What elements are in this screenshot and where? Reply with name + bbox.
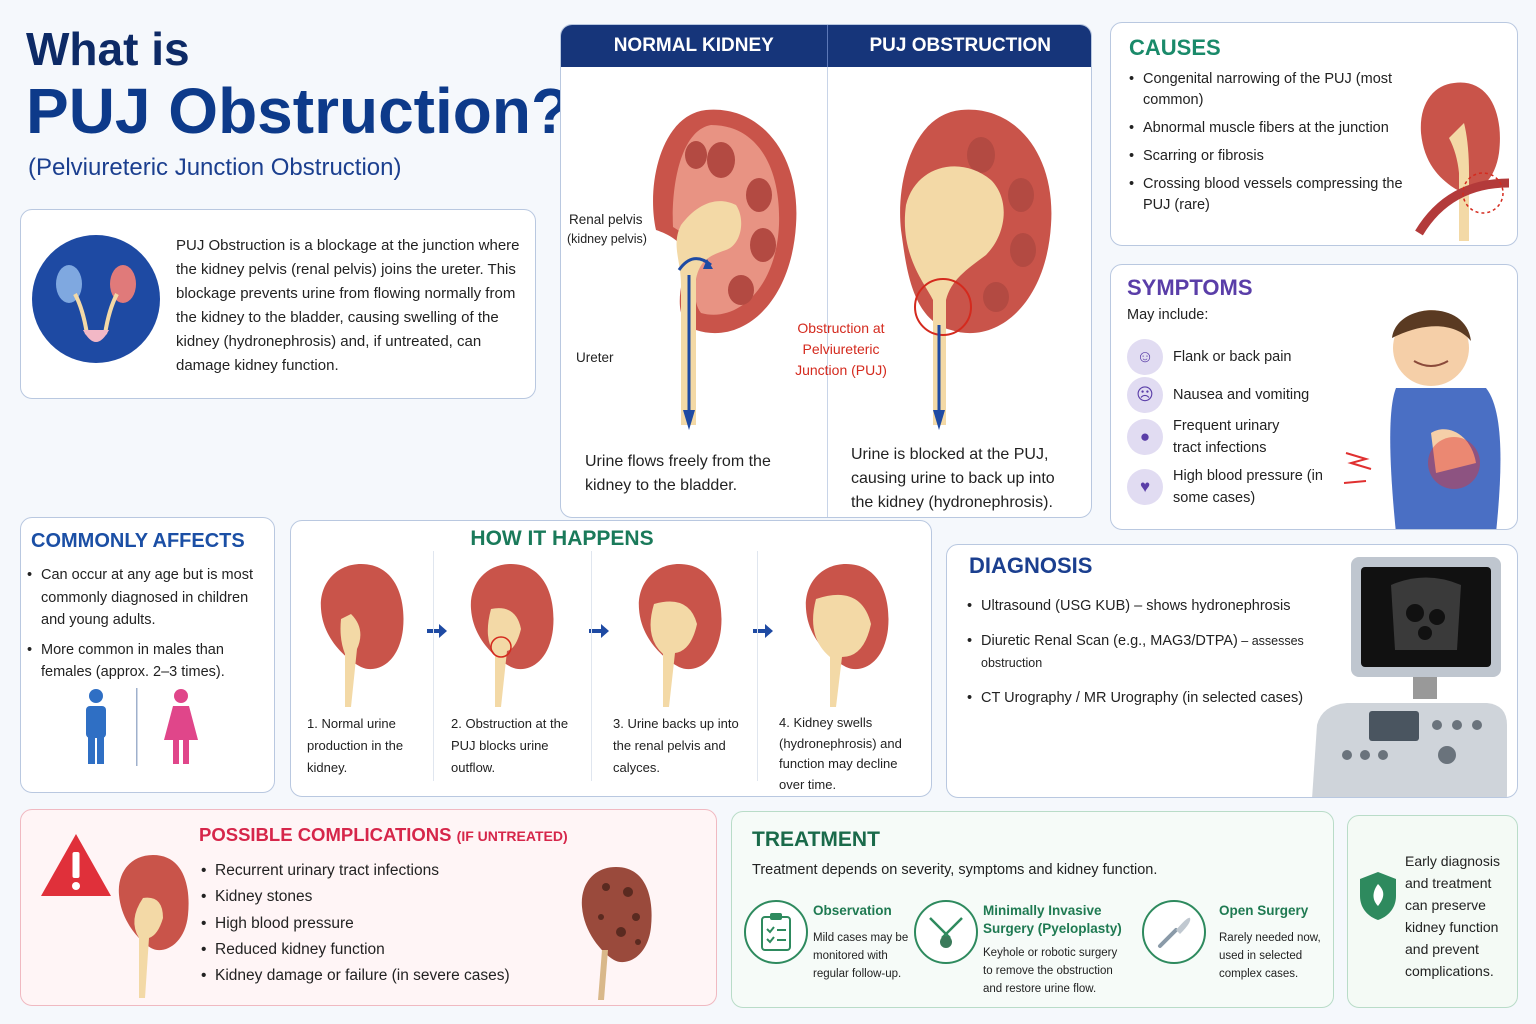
kidney-crossing-vessel-illustration: [1415, 82, 1509, 241]
early-diagnosis-card: Early diagnosis and treatment can preser…: [1347, 815, 1518, 1008]
list-item: Reduced kidney function: [199, 937, 569, 964]
affects-list: Can occur at any age but is most commonl…: [25, 564, 270, 691]
comparison-card: NORMAL KIDNEY PUJ OBSTRUCTION Renal pelv…: [560, 24, 1092, 518]
list-item: Kidney damage or failure (in severe case…: [199, 963, 569, 990]
nausea-icon: ☹: [1127, 377, 1163, 413]
drop-icon: ●: [1127, 419, 1163, 455]
male-icon: [86, 689, 106, 764]
symptoms-title: SYMPTOMS: [1127, 275, 1253, 300]
arrow-right-icon: [587, 621, 611, 641]
renal-pelvis-sublabel: (kidney pelvis): [567, 232, 647, 246]
treatment-option-name: Open Surgery: [1219, 903, 1309, 918]
step4-kidney: [805, 564, 889, 707]
warning-icon: [41, 834, 111, 896]
page-title-line1: What is: [26, 23, 190, 75]
step-3-text: 3. Urine backs up into the renal pelvis …: [613, 716, 739, 775]
list-item: Congenital narrowing of the PUJ (most co…: [1127, 69, 1417, 111]
complications-list: Recurrent urinary tract infections Kidne…: [199, 858, 569, 990]
list-item: Recurrent urinary tract infections: [199, 858, 569, 885]
male-female-icons: [86, 688, 198, 766]
list-item: CT Urography / MR Urography (in selected…: [965, 687, 1365, 709]
affects-title: COMMONLY AFFECTS: [31, 530, 245, 552]
normal-kidney-heading: NORMAL KIDNEY: [613, 35, 774, 56]
list-item: Abnormal muscle fibers at the junction: [1127, 118, 1417, 139]
symptom-item: ☺ Flank or back pain: [1127, 339, 1291, 375]
treatment-option-desc: Mild cases may be monitored with regular…: [813, 932, 909, 980]
treatment-option-desc: Rarely needed now, used in selected comp…: [1219, 932, 1321, 980]
obstruction-label: Obstruction at Pelviureteric Junction (P…: [795, 320, 887, 378]
ureter-label: Ureter: [576, 350, 614, 365]
normal-kidney-caption: Urine flows freely from the kidney to th…: [585, 453, 771, 494]
definition-text: PUJ Obstruction is a blockage at the jun…: [176, 237, 520, 374]
step-1-text: 1. Normal urine production in the kidney…: [307, 716, 404, 775]
symptoms-card: SYMPTOMS May include: ☺ Flank or back pa…: [1110, 264, 1518, 530]
laparoscopic-instrument-icon: [914, 900, 978, 964]
puj-obstruction-kidney-illustration: [900, 109, 1052, 430]
damaged-kidney-illustration: [118, 855, 189, 998]
list-item: Scarring or fibrosis: [1127, 146, 1417, 167]
urinary-system-icon: [32, 235, 160, 363]
step-4-text: 4. Kidney swells (hydronephrosis) and fu…: [779, 715, 902, 792]
renal-pelvis-label: Renal pelvis: [569, 212, 643, 227]
list-item: Can occur at any age but is most commonl…: [25, 564, 270, 632]
normal-kidney-illustration: [653, 109, 797, 430]
step1-kidney: [320, 564, 404, 707]
how-title: HOW IT HAPPENS: [470, 527, 654, 550]
complications-card: POSSIBLE COMPLICATIONS (IF UNTREATED) Re…: [20, 809, 717, 1006]
list-item: Crossing blood vessels compressing the P…: [1127, 174, 1417, 216]
step2-kidney: [470, 564, 554, 707]
comparison-header: NORMAL KIDNEY PUJ OBSTRUCTION: [561, 25, 1092, 67]
person-pain-icon: ☺: [1127, 339, 1163, 375]
child-flank-pain-illustration: [1343, 310, 1501, 529]
step-2-text: 2. Obstruction at the PUJ blocks urine o…: [451, 716, 569, 775]
treatment-option-name: Minimally Invasive Surgery (Pyeloplasty): [983, 903, 1122, 936]
symptoms-intro: May include:: [1127, 307, 1209, 323]
list-item: More common in males than females (appro…: [25, 639, 270, 684]
step3-kidney: [638, 564, 722, 707]
puj-obstruction-heading: PUJ OBSTRUCTION: [826, 25, 1092, 67]
clipboard-icon: [744, 900, 808, 964]
female-icon: [164, 689, 198, 764]
arrow-right-icon: [751, 621, 775, 641]
definition-card: PUJ Obstruction is a blockage at the jun…: [20, 209, 536, 399]
causes-card: CAUSES Congenital narrowing of the PUJ (…: [1110, 22, 1518, 246]
diagnosis-card: DIAGNOSIS Ultrasound (USG KUB) – shows h…: [946, 544, 1518, 798]
list-item: Ultrasound (USG KUB) – shows hydronephro…: [965, 595, 1365, 617]
causes-list: Congenital narrowing of the PUJ (most co…: [1127, 69, 1417, 223]
comparison-divider: [827, 67, 828, 517]
list-item: Kidney stones: [199, 884, 569, 911]
puj-obstruction-caption: Urine is blocked at the PUJ, causing uri…: [851, 446, 1055, 511]
diagnosis-list: Ultrasound (USG KUB) – shows hydronephro…: [965, 595, 1365, 722]
page-subtitle: (Pelviureteric Junction Obstruction): [28, 154, 402, 181]
failed-kidney-illustration: [581, 867, 652, 1000]
treatment-title: TREATMENT: [752, 828, 880, 851]
complications-title: POSSIBLE COMPLICATIONS (IF UNTREATED): [199, 824, 568, 845]
causes-title: CAUSES: [1129, 35, 1221, 60]
treatment-option-desc: Keyhole or robotic surgery to remove the…: [983, 947, 1118, 995]
symptom-item: ☹ Nausea and vomiting: [1127, 377, 1309, 413]
commonly-affects-card: COMMONLY AFFECTS Can occur at any age bu…: [20, 517, 275, 793]
list-item: Diuretic Renal Scan (e.g., MAG3/DTPA) – …: [965, 630, 1365, 674]
symptom-item: ● Frequent urinary tract infections: [1127, 415, 1303, 459]
arrow-right-icon: [425, 621, 449, 641]
list-item: High blood pressure: [199, 911, 569, 938]
early-diagnosis-text: Early diagnosis and treatment can preser…: [1405, 853, 1500, 979]
ultrasound-machine-illustration: [1312, 557, 1507, 797]
shield-icon: [1360, 872, 1396, 920]
blood-pressure-icon: ♥: [1127, 469, 1163, 505]
how-it-happens-card: HOW IT HAPPENS 1. Normal urine productio…: [290, 520, 932, 797]
symptom-item: ♥ High blood pressure (in some cases): [1127, 465, 1323, 509]
treatment-card: TREATMENT Treatment depends on severity,…: [731, 811, 1334, 1008]
treatment-intro: Treatment depends on severity, symptoms …: [752, 862, 1158, 878]
scalpel-icon: [1142, 900, 1206, 964]
treatment-option-name: Observation: [813, 903, 892, 918]
page-title: PUJ Obstruction?: [26, 75, 571, 147]
diagnosis-title: DIAGNOSIS: [969, 553, 1093, 578]
